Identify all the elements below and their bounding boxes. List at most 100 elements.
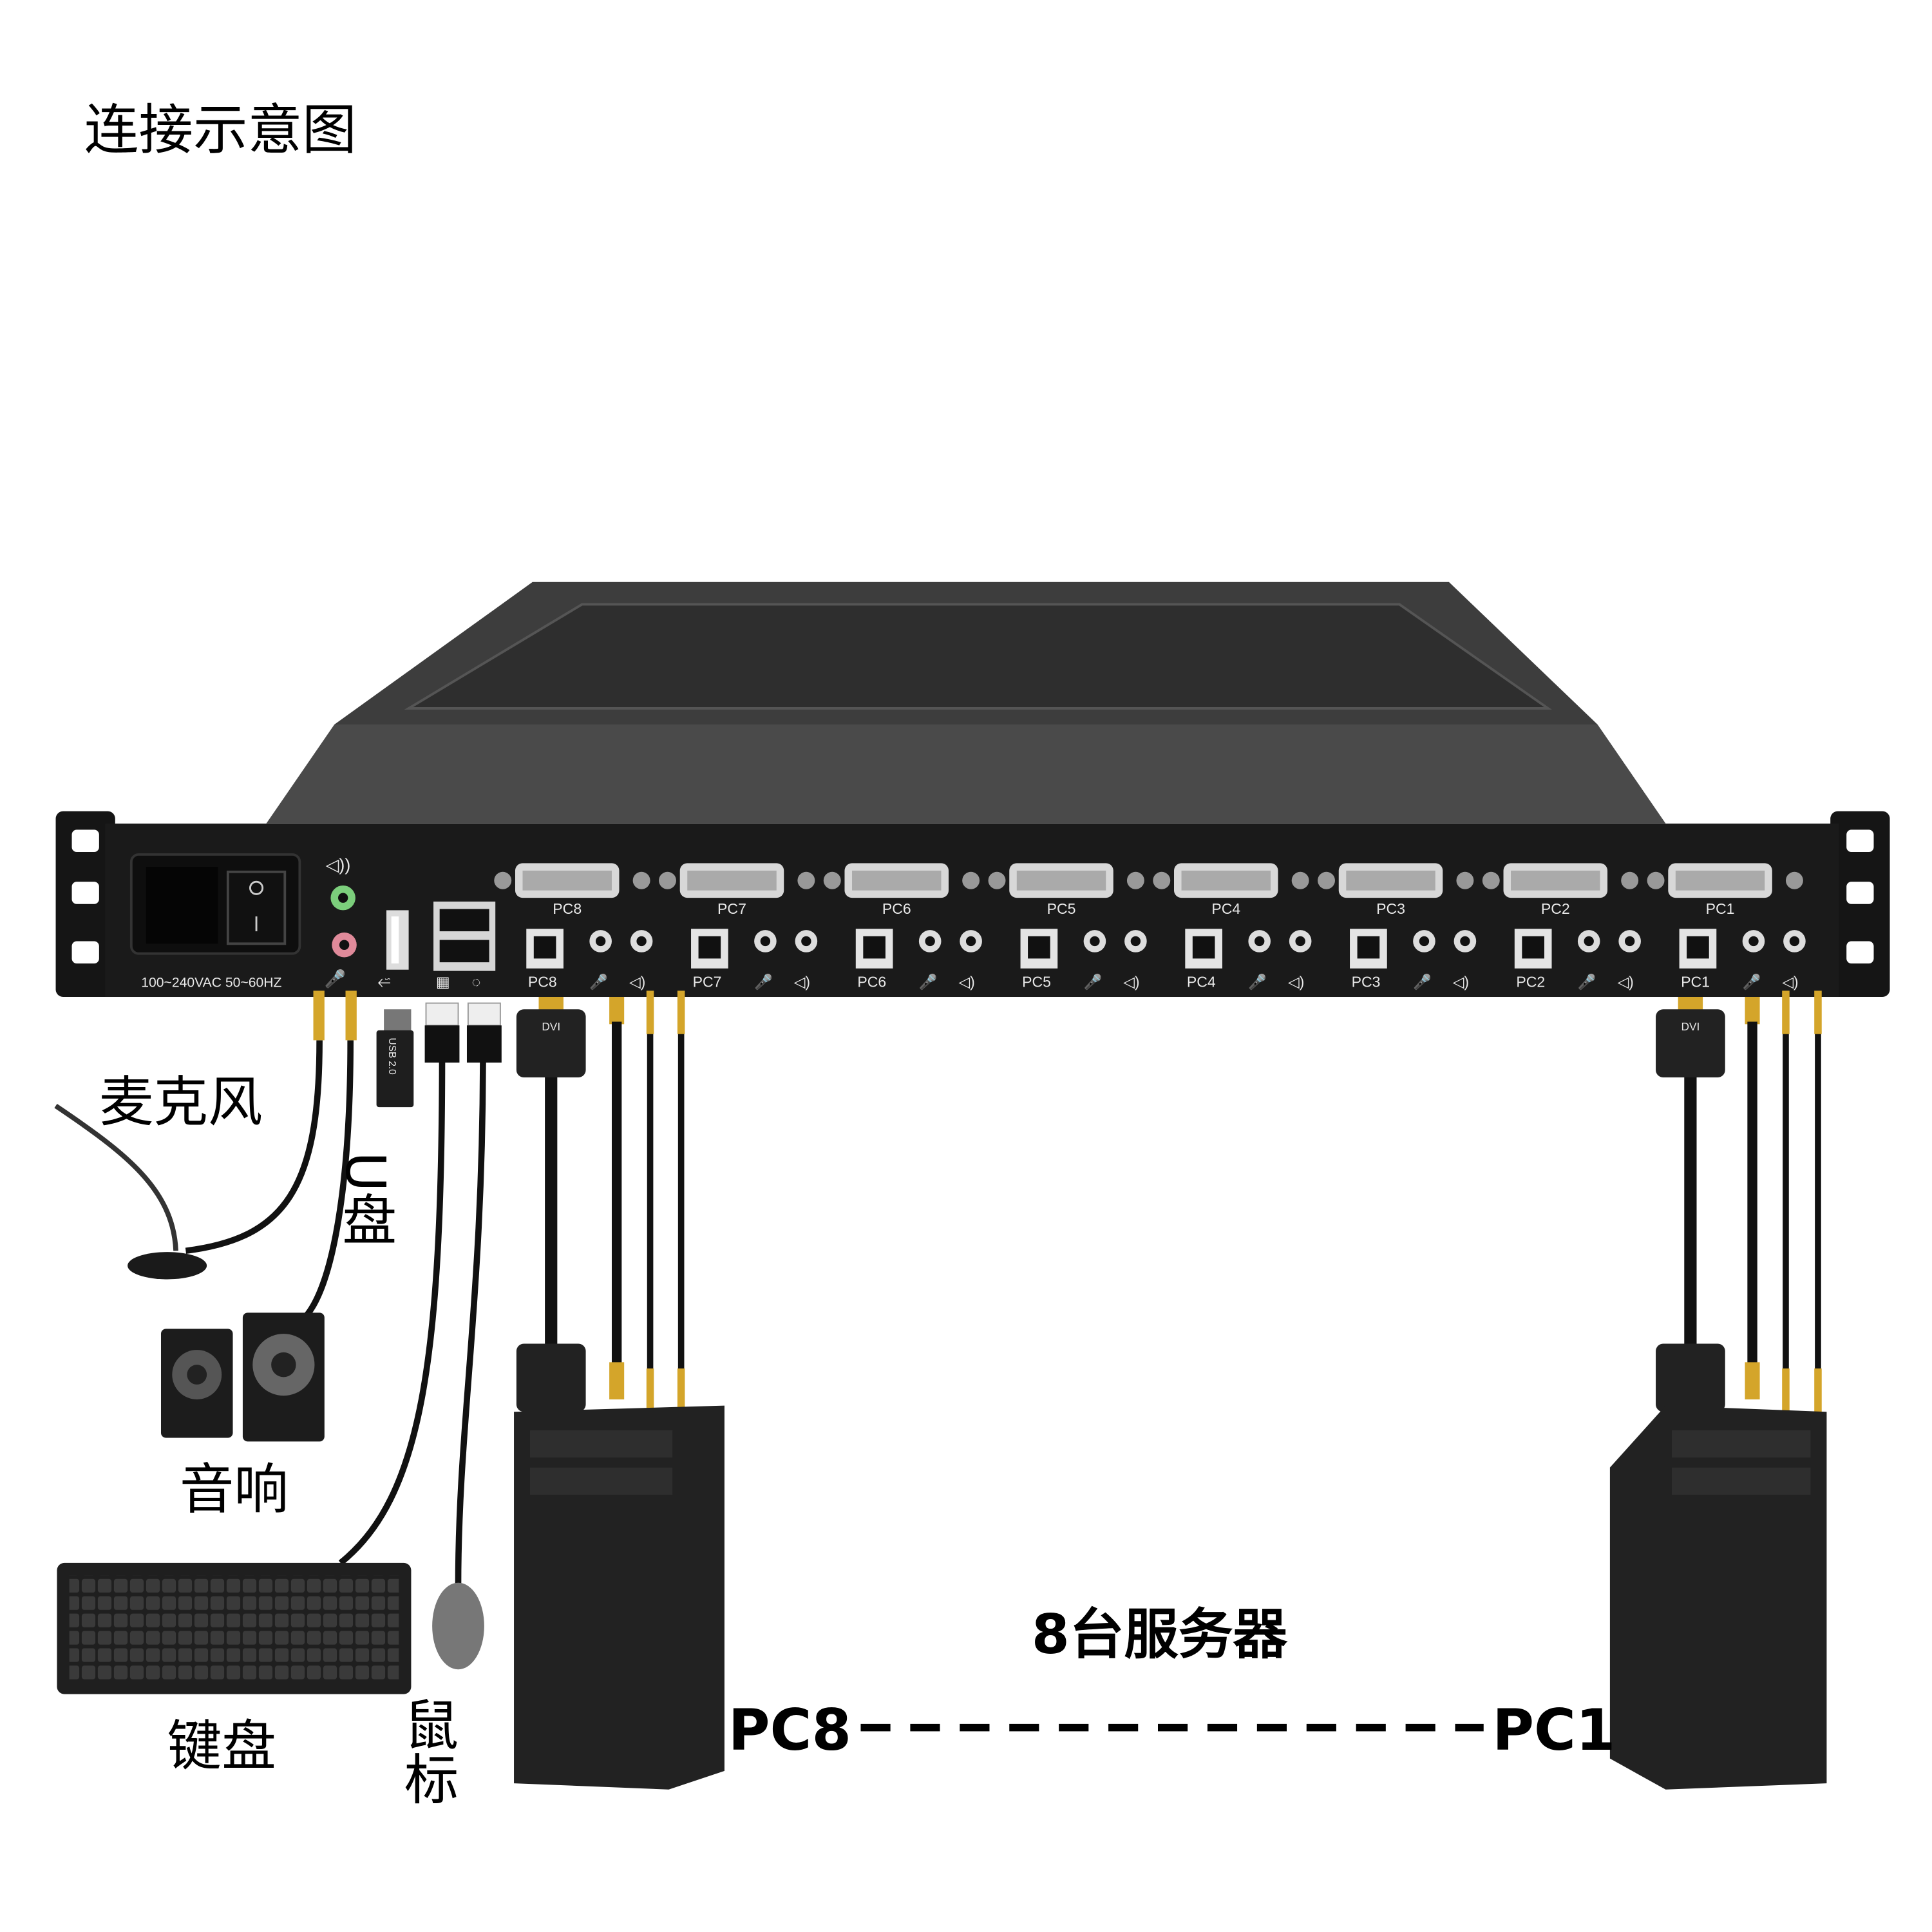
- usb-drive: USB 2.0: [376, 1009, 414, 1108]
- dvi-pins: [852, 870, 942, 891]
- power-rating-label: 100~240VAC 50~60HZ: [141, 976, 281, 990]
- cable-set-pc8: DVI: [516, 990, 685, 1412]
- jack-hole: [760, 936, 771, 947]
- usb-icon: ⭁: [378, 973, 391, 991]
- dvi-port-label: PC7: [717, 900, 746, 917]
- speaker-icon: ◁)): [326, 855, 351, 875]
- speaker-icon: ◁): [958, 974, 974, 990]
- microphone-icon: 🎤: [1578, 973, 1596, 991]
- dvi-plug-text: DVI: [1681, 1020, 1700, 1033]
- dvi-plug-pins: [538, 997, 564, 1012]
- usb-port-label: PC7: [693, 974, 722, 990]
- server-right-label: PC1: [1492, 1697, 1615, 1763]
- dvi-screw: [962, 871, 980, 889]
- audio-plug-bottom: [677, 1368, 685, 1412]
- speaker-icon: ◁): [1288, 974, 1304, 990]
- jack-hole: [925, 936, 935, 947]
- dvi-plug-pins: [1678, 997, 1703, 1012]
- mouse-cable: [455, 1052, 486, 1586]
- rack-ear-hole: [1846, 829, 1874, 853]
- usb-b-socket: [1687, 936, 1709, 959]
- usb-b-plug: [609, 997, 625, 1025]
- microphone-icon: 🎤: [754, 973, 773, 991]
- page-title: 连接示意图: [84, 98, 357, 162]
- dvi-screw: [494, 871, 512, 889]
- mouse-usb-port[interactable]: [439, 940, 489, 963]
- usb-b-socket: [533, 936, 556, 959]
- kvm-chassis: 100~240VAC 50~60HZ ◁)) 🎤 ⭁ ▦ ◌ PC8PC8🎤◁)…: [55, 582, 1890, 998]
- speaker-plug: [345, 990, 357, 1041]
- dvi-port-label: PC5: [1047, 900, 1076, 917]
- chassis-rear-panel: [105, 823, 1839, 998]
- power-inlet: [146, 867, 218, 944]
- jack-hole: [1419, 936, 1430, 947]
- dvi-pins: [1016, 870, 1106, 891]
- rack-ear-hole: [71, 829, 99, 853]
- jack-hole: [965, 936, 976, 947]
- audio-plug-top: [1814, 990, 1822, 1034]
- jack-hole: [1584, 936, 1594, 947]
- audio-plug-bottom: [646, 1368, 654, 1412]
- dvi-port-label: PC6: [882, 900, 911, 917]
- dvi-pins: [687, 870, 777, 891]
- jack-hole: [339, 940, 350, 950]
- server-cables: DVI DVI: [516, 990, 1822, 1412]
- usb-tongue: [391, 916, 399, 964]
- server-tower-pc8: [514, 1405, 724, 1790]
- mouse-usb-plug: [467, 1002, 501, 1027]
- server-tower-pc1: [1609, 1405, 1827, 1790]
- dvi-screw: [1153, 871, 1171, 889]
- dvi-pins: [1675, 870, 1765, 891]
- dvi-screw: [1318, 871, 1335, 889]
- dvi-screw: [823, 871, 841, 889]
- switch-off-mark: [249, 880, 264, 895]
- dvi-pins: [1181, 870, 1271, 891]
- server-left-label: PC8: [728, 1697, 851, 1763]
- rack-ear-hole: [1846, 941, 1874, 964]
- dvi-screw: [1456, 871, 1474, 889]
- dvi-plug-top: [1656, 1009, 1725, 1078]
- usb-b-socket: [698, 936, 721, 959]
- cable-set-pc1: DVI: [1656, 990, 1822, 1412]
- microphone-icon: 🎤: [1743, 973, 1761, 991]
- keyboard-usb-port[interactable]: [439, 909, 489, 932]
- keyboard-icon: ▦: [436, 974, 450, 990]
- jack-hole: [1130, 936, 1141, 947]
- dvi-screw: [632, 871, 650, 889]
- mouse-label: 鼠标: [395, 1697, 459, 1806]
- mouse-device: [432, 1582, 484, 1670]
- audio-plug-bottom: [1814, 1368, 1822, 1412]
- usb-b-plug: [1745, 997, 1760, 1025]
- power-switch[interactable]: [226, 870, 287, 945]
- usb-port-label: PC5: [1022, 974, 1051, 990]
- speaker-icon: ◁): [1782, 974, 1798, 990]
- keyboard-usb-plug: [425, 1002, 459, 1027]
- dvi-screw: [659, 871, 676, 889]
- audio-plug-top: [1782, 990, 1790, 1034]
- dvi-pins: [1511, 870, 1600, 891]
- keyboard-device: [57, 1562, 412, 1694]
- jack-hole: [801, 936, 811, 947]
- microphone-cable: [185, 1040, 323, 1255]
- rack-ear-hole: [1846, 882, 1874, 904]
- jack-hole: [337, 893, 348, 903]
- usb-a-plug: [609, 1362, 625, 1399]
- dvi-screw: [797, 871, 815, 889]
- mouse-usb-plug-body: [466, 1025, 502, 1063]
- audio-plug-bottom: [1782, 1368, 1790, 1412]
- speakers-label: 音响: [180, 1457, 289, 1521]
- speaker-icon: ◁): [1453, 974, 1469, 990]
- usb-drive-label: U盘: [334, 1151, 397, 1246]
- chassis-top-front: [266, 724, 1666, 824]
- pc-port-groups: PC8PC8🎤◁)PC7PC7🎤◁)PC6PC6🎤◁)PC5PC5🎤◁)PC4P…: [494, 863, 1806, 991]
- dvi-plug-bottom: [1656, 1343, 1725, 1412]
- usb-port-label: PC6: [857, 974, 886, 990]
- speaker-icon: ◁): [1123, 974, 1139, 990]
- console-cables: [185, 1040, 486, 1586]
- rack-ear-hole: [71, 882, 99, 904]
- mic-plug: [313, 990, 325, 1041]
- speaker-icon: ◁): [1617, 974, 1633, 990]
